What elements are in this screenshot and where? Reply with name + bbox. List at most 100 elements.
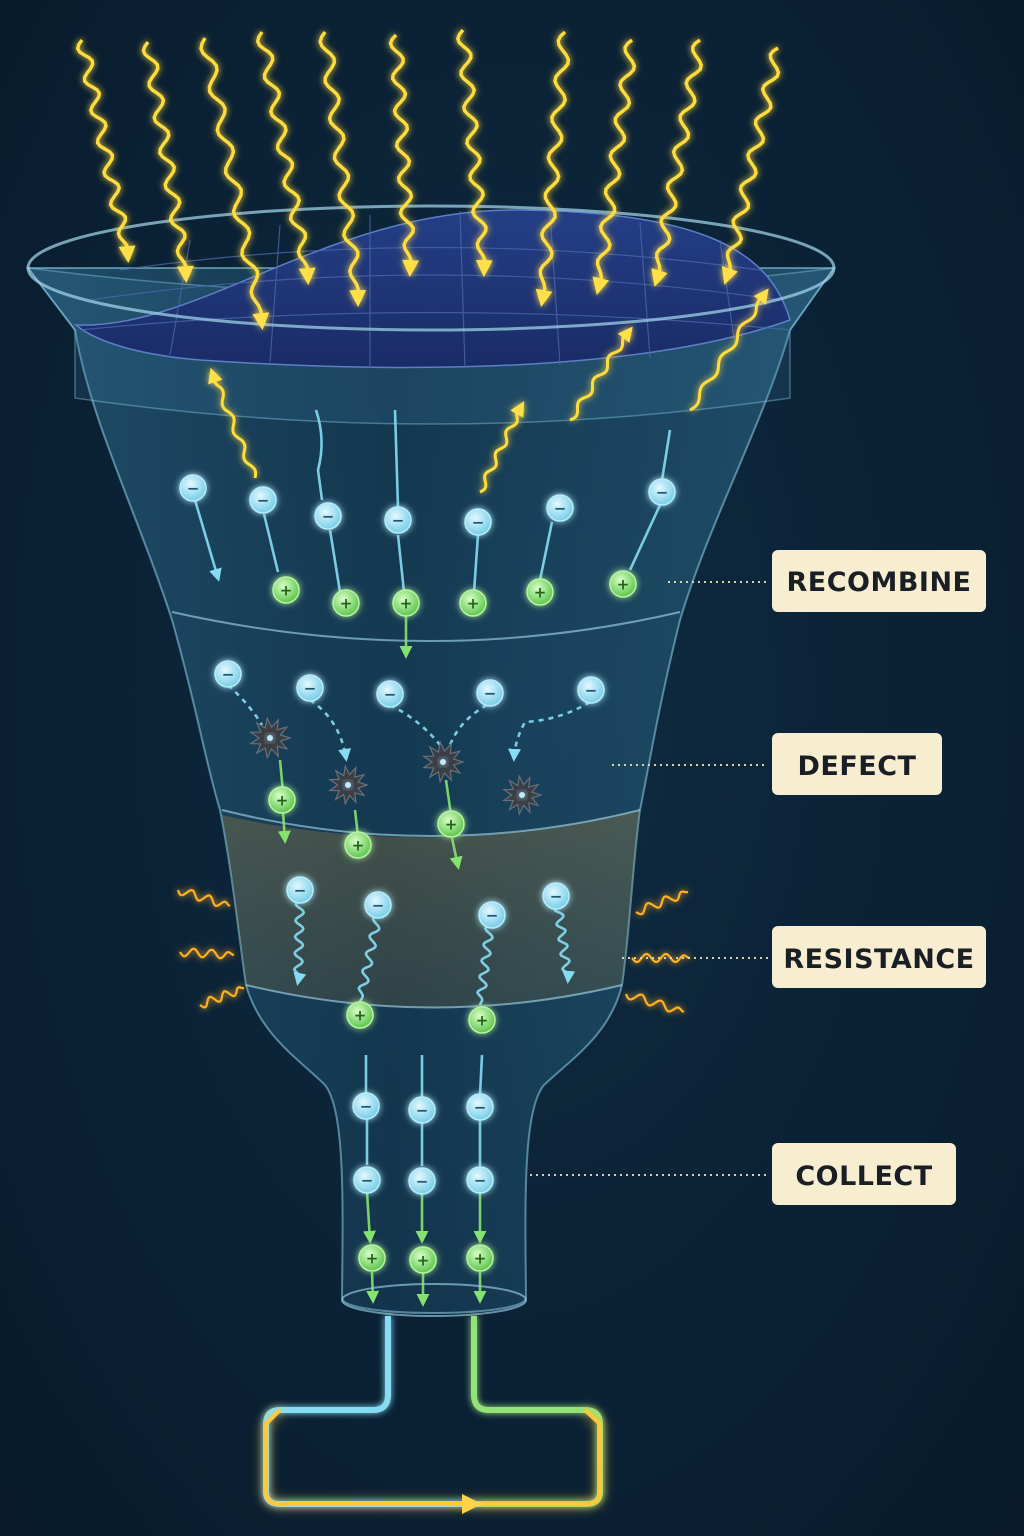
electron-path bbox=[538, 521, 554, 581]
charge-sign: − bbox=[416, 1173, 429, 1191]
hole-path bbox=[366, 1271, 380, 1304]
electron-particle: − bbox=[408, 1167, 436, 1195]
charge-sign: − bbox=[384, 686, 397, 704]
electron-particle: − bbox=[249, 486, 277, 514]
charge-sign: − bbox=[416, 1102, 429, 1120]
electron-path bbox=[472, 534, 480, 593]
resistance-label: RESISTANCE bbox=[783, 944, 974, 975]
charge-sign: − bbox=[484, 685, 497, 703]
electron-path bbox=[314, 409, 324, 501]
electron-particle: − bbox=[296, 674, 324, 702]
charge-sign: − bbox=[656, 484, 669, 502]
charge-sign: − bbox=[372, 897, 385, 915]
charge-sign: − bbox=[474, 1099, 487, 1117]
wavy-arrow-icon bbox=[75, 39, 136, 264]
reflected-arrow-icon bbox=[208, 367, 258, 479]
electron-particle: − bbox=[376, 680, 404, 708]
charge-sign: − bbox=[472, 514, 485, 532]
electron-particle: − bbox=[314, 502, 342, 530]
heat-squiggle-icon bbox=[179, 947, 235, 960]
electron-path bbox=[476, 923, 494, 1006]
electron-path bbox=[628, 504, 662, 571]
wavy-arrow-icon bbox=[141, 41, 194, 284]
solar-panel-grid bbox=[79, 210, 791, 369]
wavy-arrow-icon bbox=[721, 46, 781, 285]
charge-sign: − bbox=[257, 492, 270, 510]
electron-path bbox=[448, 703, 488, 746]
heat-squiggle-icon bbox=[199, 986, 245, 1009]
electron-particle: − bbox=[179, 474, 207, 502]
charge-sign: − bbox=[486, 907, 499, 925]
electron-particle: − bbox=[352, 1092, 380, 1120]
charge-sign: − bbox=[222, 666, 235, 684]
charge-sign: + bbox=[534, 584, 547, 602]
wavy-arrow-icon bbox=[455, 28, 493, 278]
defect-traps bbox=[248, 716, 543, 816]
wavy-arrow-icon bbox=[388, 33, 420, 278]
electron-particle: − bbox=[577, 676, 605, 704]
charge-sign: + bbox=[366, 1250, 379, 1268]
charge-sign: + bbox=[340, 595, 353, 613]
electron-particle: − bbox=[466, 1166, 494, 1194]
carrier-paths bbox=[193, 409, 672, 1307]
spiky-trap-icon bbox=[248, 716, 292, 760]
electron-path bbox=[328, 529, 342, 593]
hole-particle: + bbox=[392, 589, 420, 617]
electron-path bbox=[227, 684, 264, 726]
electron-path bbox=[389, 703, 442, 746]
electron-particle: − bbox=[648, 478, 676, 506]
charge-sign: − bbox=[554, 500, 567, 518]
hole-path bbox=[277, 811, 291, 844]
heat-squiggle-icon bbox=[635, 890, 689, 916]
electron-particle: − bbox=[353, 1166, 381, 1194]
electron-particle: − bbox=[364, 891, 392, 919]
electron-path bbox=[357, 913, 381, 1003]
hole-particle: + bbox=[272, 576, 300, 604]
hole-particle: + bbox=[466, 1244, 494, 1272]
incoming-light-rays bbox=[75, 28, 781, 331]
hole-particle: + bbox=[344, 831, 372, 859]
charge-sign: + bbox=[354, 1007, 367, 1025]
hole-path bbox=[444, 779, 453, 816]
wavy-arrow-icon bbox=[651, 38, 703, 287]
collect-label: COLLECT bbox=[795, 1161, 932, 1192]
hole-path bbox=[362, 1191, 376, 1244]
electron-path bbox=[478, 1054, 484, 1096]
electron-particle: − bbox=[466, 1093, 494, 1121]
funnel-top-rim bbox=[26, 204, 836, 332]
charge-sign: + bbox=[476, 1012, 489, 1030]
wavy-arrow-icon bbox=[318, 31, 367, 308]
circuit-loop-glow bbox=[264, 1408, 602, 1506]
charge-sign: − bbox=[585, 682, 598, 700]
electron-particle: − bbox=[542, 882, 570, 910]
wavy-arrow-icon bbox=[199, 37, 270, 331]
recombine-label: RECOMBINE bbox=[786, 567, 971, 598]
electron-path bbox=[396, 534, 406, 593]
hole-particle: + bbox=[332, 589, 360, 617]
electron-path bbox=[309, 698, 351, 762]
electron-particle: − bbox=[546, 494, 574, 522]
charge-sign: − bbox=[322, 508, 335, 526]
electron-particle: − bbox=[214, 660, 242, 688]
electron-wire bbox=[263, 1316, 480, 1507]
charge-sign: + bbox=[467, 595, 480, 613]
charge-sign: − bbox=[361, 1172, 374, 1190]
electron-particle: − bbox=[408, 1096, 436, 1124]
charge-sign: − bbox=[187, 480, 200, 498]
charge-sign: + bbox=[474, 1250, 487, 1268]
reflected-arrow-icon bbox=[479, 401, 525, 494]
label-defect: DEFECT bbox=[612, 733, 942, 795]
charge-sign: − bbox=[304, 680, 317, 698]
hole-particle: + bbox=[459, 589, 487, 617]
charge-carriers: −−−−−−−−−−−−−−−−−−−−−−++++++++++++++ bbox=[179, 474, 676, 1274]
reflected-arrow-icon bbox=[569, 326, 633, 422]
charge-sign: − bbox=[360, 1098, 373, 1116]
defect-label: DEFECT bbox=[798, 751, 917, 782]
electron-path bbox=[193, 499, 222, 582]
electron-particle: − bbox=[476, 679, 504, 707]
charge-sign: − bbox=[392, 512, 405, 530]
charge-sign: + bbox=[352, 837, 365, 855]
reflected-arrow-icon bbox=[689, 288, 769, 412]
heat-squiggle-icon bbox=[176, 888, 231, 908]
